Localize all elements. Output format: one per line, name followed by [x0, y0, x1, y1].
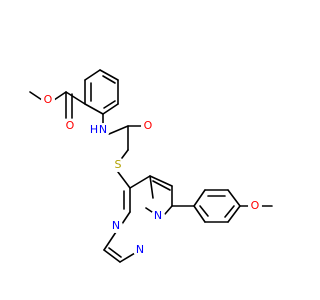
bond	[121, 149, 129, 159]
bond	[149, 175, 173, 187]
atom-o-amide: O	[141, 119, 155, 133]
atom-labels: O O H N O S N N N	[41, 93, 262, 257]
bond	[149, 175, 154, 199]
bond	[102, 75, 116, 84]
bond	[227, 205, 241, 223]
atom-label: N	[112, 219, 120, 232]
bond	[103, 249, 121, 263]
atom-label: N	[99, 123, 107, 136]
bond	[108, 247, 122, 258]
atom-label: O	[144, 119, 153, 132]
bond	[224, 205, 235, 218]
atom-label: O	[66, 119, 75, 132]
atom-nh-amide: H N	[90, 123, 110, 137]
atom-label: O	[251, 199, 260, 212]
bond	[193, 205, 206, 223]
bond	[103, 231, 117, 251]
bonds	[29, 69, 273, 263]
atom-s-thioether: S	[111, 158, 125, 172]
bond	[103, 100, 116, 109]
atom-n-pyrazole: N	[151, 209, 165, 223]
atom-o-ester-single: O	[41, 93, 55, 107]
atom-o-methoxy: O	[248, 199, 262, 213]
molecule-canvas: O O H N O S N N N	[29, 69, 273, 263]
bond	[199, 205, 209, 217]
bond	[29, 91, 43, 101]
atom-label-h: H	[90, 123, 98, 136]
structure-diagram: O O H N O S N N N	[29, 69, 273, 263]
bond	[117, 171, 131, 189]
bond	[65, 91, 86, 105]
bond	[193, 189, 206, 207]
bond	[164, 205, 173, 215]
atom-n-pyrazine: N	[109, 219, 123, 233]
bond	[145, 207, 153, 213]
bond	[53, 91, 67, 101]
atom-label: N	[136, 243, 144, 256]
bond	[84, 69, 101, 81]
atom-n-bridge: N	[133, 243, 147, 257]
atom-label: S	[115, 158, 122, 171]
atom-o-ester-carbonyl: O	[63, 119, 77, 133]
bond	[227, 189, 241, 207]
bond	[99, 69, 119, 81]
bond	[108, 125, 129, 135]
bond	[84, 103, 104, 115]
atom-label: O	[44, 93, 53, 106]
bond	[152, 180, 171, 191]
bond	[121, 211, 131, 225]
bond	[102, 103, 119, 115]
atom-label: N	[154, 209, 162, 222]
bond	[129, 175, 151, 189]
